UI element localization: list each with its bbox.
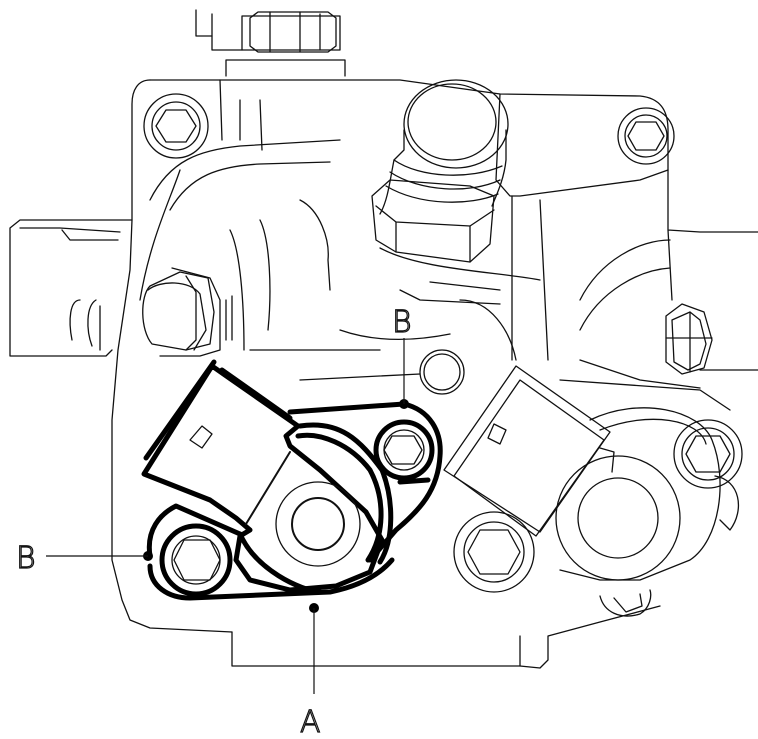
corner-bolt-top-right — [617, 107, 675, 165]
right-hex-bolt — [665, 303, 713, 375]
bottom-center-bolt — [453, 511, 535, 593]
top-center-fitting — [371, 79, 509, 263]
pump-housing — [9, 79, 758, 669]
housing-contours — [139, 79, 731, 411]
callout-leaders — [46, 338, 405, 694]
bottom-right-bolt — [599, 589, 652, 617]
corner-bolt-top-left — [143, 93, 209, 159]
center-boss — [419, 349, 465, 395]
callout-b-left: B — [16, 541, 36, 576]
left-hex-bolt — [142, 267, 233, 357]
highlighted-sensor-assembly — [141, 359, 443, 613]
right-sensor — [443, 365, 721, 581]
callout-a: A — [300, 705, 321, 739]
callout-b-top: B — [392, 305, 412, 340]
top-fitting — [195, 9, 346, 77]
right-mid-bolt — [673, 419, 743, 489]
